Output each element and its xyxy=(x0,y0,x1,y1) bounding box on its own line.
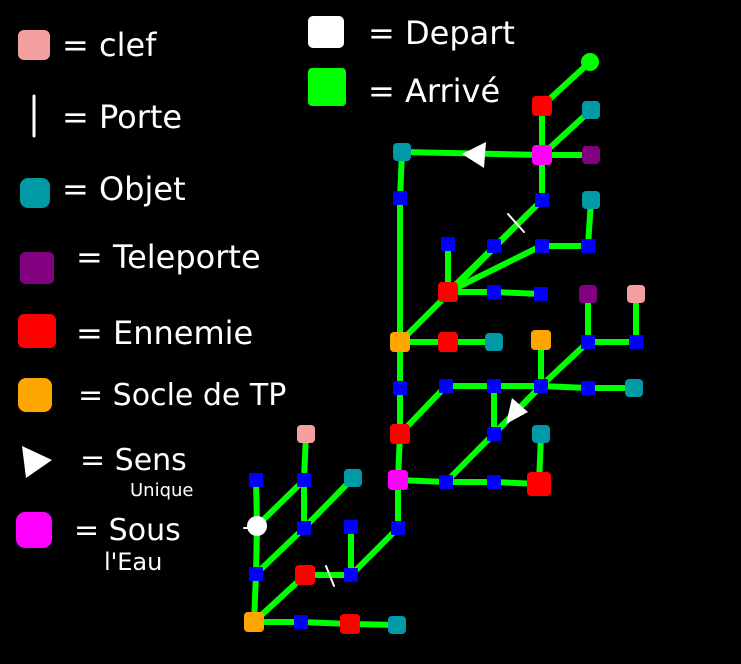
legend-swatch-eau xyxy=(16,512,52,548)
map-node-waypoint xyxy=(487,379,501,393)
map-node-waypoint xyxy=(629,335,643,349)
map-node-objet xyxy=(393,143,411,161)
map-node-eau xyxy=(388,470,408,490)
map-node-objet xyxy=(625,379,643,397)
map-edge xyxy=(251,619,400,628)
map-node-objet xyxy=(388,616,406,634)
one-way-arrow-mid xyxy=(506,398,528,424)
door-mark xyxy=(325,565,335,587)
map-node-waypoint xyxy=(393,381,407,395)
map-node-depart xyxy=(247,516,267,536)
map-edge xyxy=(397,197,545,345)
map-node-waypoint xyxy=(391,521,405,535)
nodes-layer xyxy=(244,53,645,634)
map-node-waypoint xyxy=(534,379,548,393)
map-edge xyxy=(397,383,637,437)
map-node-eau xyxy=(532,145,552,165)
legend-swatch-objet xyxy=(20,178,50,208)
map-node-waypoint xyxy=(294,615,308,629)
map-node-waypoint xyxy=(297,473,311,487)
legend-label-teleporte: = Teleporte xyxy=(76,238,261,276)
map-node-objet xyxy=(485,333,503,351)
map-node-socle xyxy=(390,332,410,352)
legend-label-eau: = Sous xyxy=(74,513,181,548)
legend-label-depart: = Depart xyxy=(368,14,515,52)
map-node-cle xyxy=(627,285,645,303)
map-node-waypoint xyxy=(535,239,549,253)
map-node-waypoint xyxy=(534,287,548,301)
map-node-ennemie xyxy=(532,96,552,116)
map-node-waypoint xyxy=(581,381,595,395)
map-node-waypoint xyxy=(297,521,311,535)
legend-label-socle: = Socle de TP xyxy=(78,378,286,413)
legend-label-sens: = Sens xyxy=(80,443,187,478)
map-edge xyxy=(251,477,260,625)
legend-swatch-teleporte xyxy=(20,252,54,284)
legend-sublabel-sens: Unique xyxy=(130,480,194,501)
map-node-ennemie xyxy=(527,472,551,496)
legend-label-objet: = Objet xyxy=(62,170,186,208)
map-node-waypoint xyxy=(581,239,595,253)
map-node-waypoint xyxy=(487,475,501,489)
legend-swatch-depart xyxy=(308,16,344,48)
map-node-cle xyxy=(297,425,315,443)
legend-swatch-arrive xyxy=(308,68,346,106)
map-node-waypoint xyxy=(487,285,501,299)
legend-label-ennemie: = Ennemie xyxy=(76,314,253,352)
map-node-waypoint xyxy=(344,520,358,534)
map-node-objet xyxy=(582,101,600,119)
map-node-ennemie xyxy=(438,332,458,352)
legend-swatch-socle xyxy=(18,378,52,412)
map-node-waypoint xyxy=(535,193,549,207)
door-mark xyxy=(507,213,525,233)
legend-label-porte: = Porte xyxy=(62,98,182,136)
map-edge xyxy=(445,243,544,295)
map-node-waypoint xyxy=(581,335,595,349)
map-edge xyxy=(395,477,542,487)
map-node-teleporte xyxy=(582,146,600,164)
map-edge xyxy=(399,149,594,158)
legend-label-cle: = clef xyxy=(62,26,157,64)
map-node-objet xyxy=(582,191,600,209)
map-node-ennemie xyxy=(340,614,360,634)
map-node-waypoint xyxy=(344,568,358,582)
map-node-arrive xyxy=(581,53,599,71)
marks-layer xyxy=(243,142,528,587)
map-node-socle xyxy=(531,330,551,350)
map-node-socle xyxy=(244,612,264,632)
map-node-objet xyxy=(532,425,550,443)
map-node-teleporte xyxy=(579,285,597,303)
map-node-ennemie xyxy=(438,282,458,302)
map-node-waypoint xyxy=(441,237,455,251)
map-node-waypoint xyxy=(487,239,501,253)
map-node-waypoint xyxy=(249,473,263,487)
map-node-waypoint xyxy=(439,379,453,393)
map-node-waypoint xyxy=(249,567,263,581)
legend-sublabel-eau: l'Eau xyxy=(104,548,162,576)
map-node-ennemie xyxy=(295,565,315,585)
map-node-ennemie xyxy=(390,424,410,444)
legend-label-arrive: = Arrivé xyxy=(368,72,500,110)
map-node-waypoint xyxy=(487,427,501,441)
legend: = clef = Porte = Objet = Teleporte = Enn… xyxy=(16,14,515,576)
one-way-arrow-top xyxy=(462,142,486,168)
legend-swatch-sens xyxy=(22,446,52,478)
legend-swatch-ennemie xyxy=(18,314,56,348)
legend-swatch-cle xyxy=(18,30,50,60)
map-node-waypoint xyxy=(393,191,407,205)
map-node-waypoint xyxy=(439,475,453,489)
map-node-objet xyxy=(344,469,362,487)
